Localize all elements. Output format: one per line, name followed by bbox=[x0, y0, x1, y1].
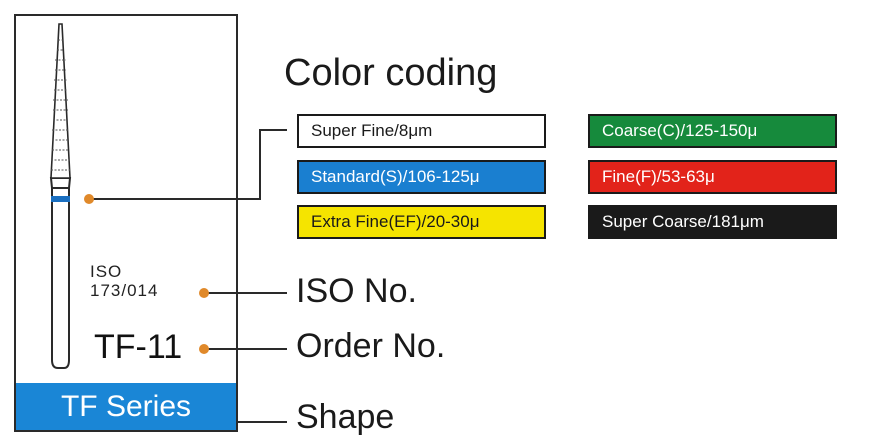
iso-label: ISO bbox=[90, 262, 123, 281]
swatch-label: Super Coarse/181μm bbox=[602, 212, 764, 231]
swatch-label: Fine(F)/53-63μ bbox=[602, 167, 715, 186]
swatch-label: Standard(S)/106-125μ bbox=[311, 167, 480, 186]
color-swatch-super-coarse: Super Coarse/181μm bbox=[588, 205, 837, 239]
order-marker-dot bbox=[199, 344, 209, 354]
bur-head bbox=[50, 23, 71, 179]
iso-marker-dot bbox=[199, 288, 209, 298]
color-swatch-coarse: Coarse(C)/125-150μ bbox=[588, 114, 837, 148]
iso-no-label: ISO No. bbox=[296, 272, 417, 310]
color-coding-title: Color coding bbox=[284, 52, 498, 94]
bur-grit-texture bbox=[51, 59, 70, 171]
order-number: TF-11 bbox=[94, 328, 183, 366]
bur-shank bbox=[51, 187, 70, 369]
bur-illustration bbox=[49, 23, 72, 369]
shape-label: Shape bbox=[296, 398, 395, 436]
color-swatch-super-fine: Super Fine/8μm bbox=[297, 114, 546, 148]
swatch-label: Super Fine/8μm bbox=[311, 121, 433, 140]
swatch-label: Extra Fine(EF)/20-30μ bbox=[311, 212, 480, 231]
series-bar: TF Series bbox=[16, 383, 236, 430]
iso-text: ISO 173/014 bbox=[90, 262, 158, 300]
color-swatch-extra-fine: Extra Fine(EF)/20-30μ bbox=[297, 205, 546, 239]
bur-neck bbox=[49, 177, 72, 189]
color-marker-dot bbox=[84, 194, 94, 204]
color-swatch-fine: Fine(F)/53-63μ bbox=[588, 160, 837, 194]
order-no-label: Order No. bbox=[296, 327, 446, 365]
swatch-label: Coarse(C)/125-150μ bbox=[602, 121, 758, 140]
color-leader-line bbox=[90, 129, 287, 200]
iso-value: 173/014 bbox=[90, 281, 159, 300]
color-band bbox=[51, 196, 70, 202]
leader-lines bbox=[90, 129, 287, 423]
color-swatch-standard: Standard(S)/106-125μ bbox=[297, 160, 546, 194]
